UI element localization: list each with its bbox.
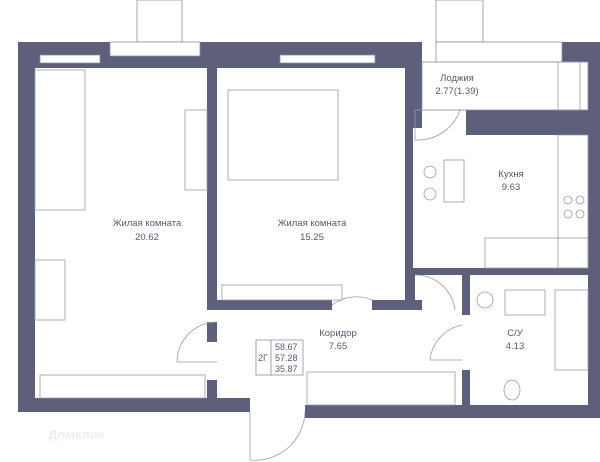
door[interactable]: [176, 321, 218, 363]
door[interactable]: [331, 296, 373, 306]
door[interactable]: [429, 324, 463, 361]
room-area-kitchen: 9.63: [502, 182, 521, 193]
room-name-kitchen: Кухня: [498, 169, 523, 180]
walls: [18, 42, 600, 418]
loggia-door[interactable]: [414, 109, 461, 141]
living-area: 35.87: [275, 364, 298, 374]
window: [435, 41, 563, 63]
room-name-loggia: Лоджия: [440, 73, 474, 84]
apartment-summary: 2Г 58.67 57.28 35.87: [255, 339, 304, 376]
loggia-area: [421, 61, 589, 111]
room-area-corridor: 7.65: [329, 341, 348, 352]
room-area-living-1: 20.62: [135, 232, 159, 243]
room-name-living-1: Жилая комната: [113, 218, 182, 229]
window: [279, 54, 376, 64]
room-name-bathroom: С/У: [507, 328, 524, 339]
room-area-loggia: 2.77(1.39): [435, 86, 478, 97]
apartment-type: 2Г: [258, 353, 268, 363]
room-area-living-2: 15.25: [300, 232, 324, 243]
door[interactable]: [414, 274, 456, 311]
living-total: 57.28: [275, 353, 298, 363]
watermark-logo: Домклик: [48, 427, 105, 442]
room-name-corridor: Коридор: [319, 328, 357, 339]
total-area: 58.67: [275, 342, 298, 352]
balcony-left: [136, 0, 183, 43]
room-area-bathroom: 4.13: [506, 341, 525, 352]
window: [109, 41, 201, 57]
room-name-living-2: Жилая комната: [278, 218, 347, 229]
balcony-right: [435, 0, 484, 43]
entrance-door[interactable]: [249, 411, 306, 461]
